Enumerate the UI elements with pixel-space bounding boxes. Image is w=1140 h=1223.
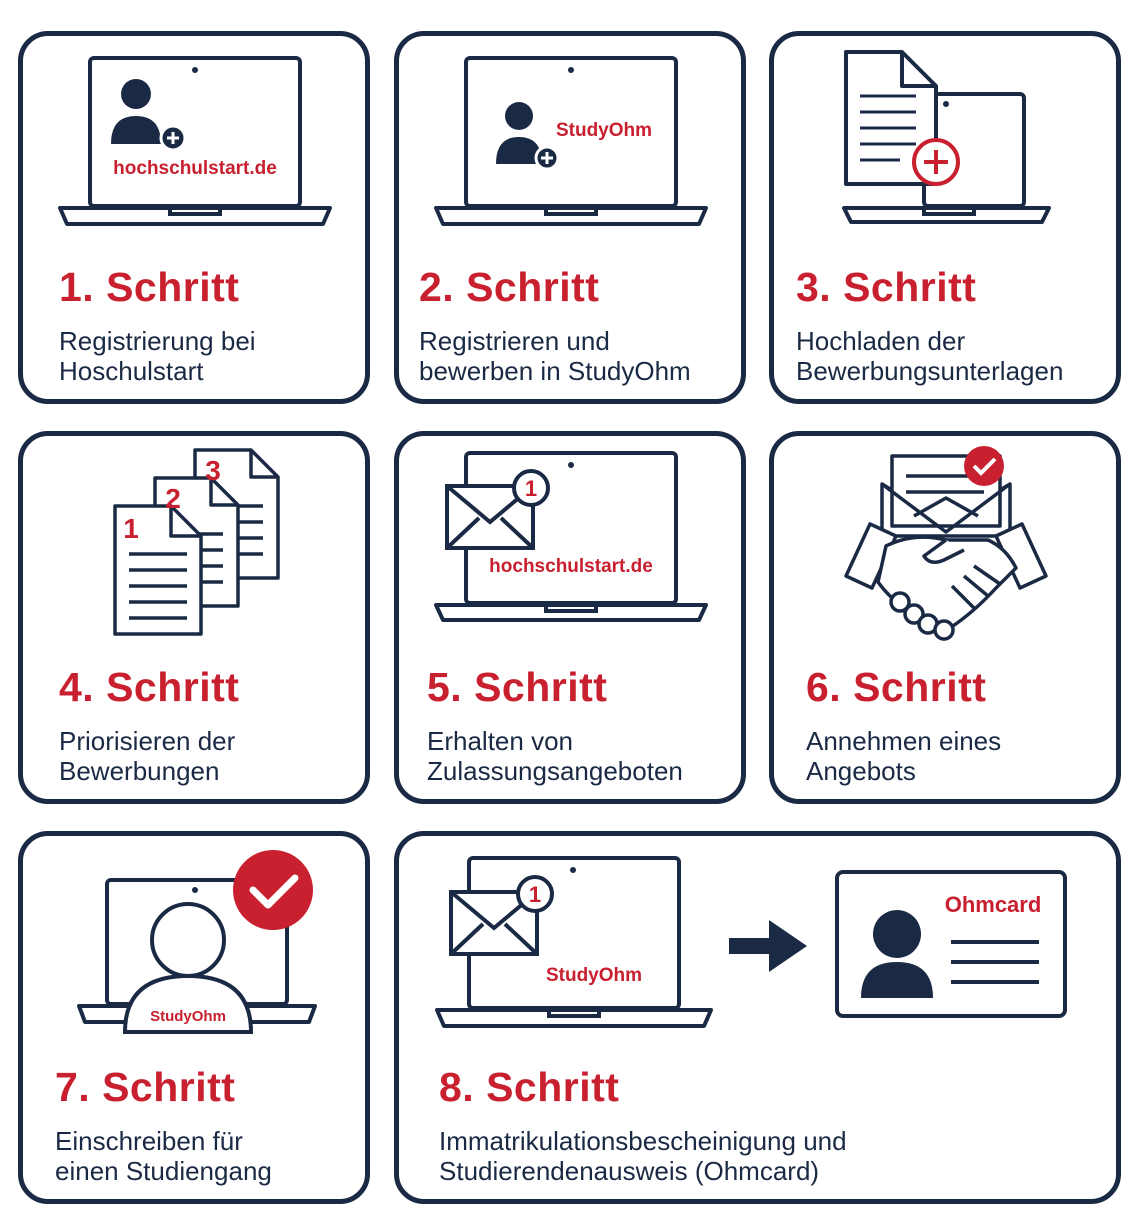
document-icon bbox=[844, 50, 938, 186]
laptop-icon bbox=[58, 56, 332, 226]
step-card-1: hochschulstart.de 1. Schritt Registrieru… bbox=[18, 31, 370, 404]
step-card-8: 1 StudyOhm Ohmcard 8. Schritt Immatrikul… bbox=[394, 831, 1121, 1204]
step-2-illustration: StudyOhm bbox=[434, 56, 708, 226]
step-title: 4. Schritt bbox=[59, 664, 240, 710]
step-title: 5. Schritt bbox=[427, 664, 608, 710]
step-7-illustration: StudyOhm bbox=[77, 850, 317, 1034]
step-title: 3. Schritt bbox=[796, 264, 977, 310]
user-add-icon bbox=[496, 102, 560, 171]
step-title: 6. Schritt bbox=[806, 664, 987, 710]
step-title: 7. Schritt bbox=[55, 1064, 236, 1110]
doc-number: 3 bbox=[205, 455, 221, 486]
step-title: 8. Schritt bbox=[439, 1064, 620, 1110]
mail-icon bbox=[445, 469, 550, 550]
step-1-illustration: hochschulstart.de bbox=[58, 56, 332, 226]
step-8-illustration: 1 StudyOhm Ohmcard bbox=[435, 856, 1067, 1028]
notification-badge: 1 bbox=[529, 882, 541, 907]
laptop-icon bbox=[434, 56, 708, 226]
add-circle-icon bbox=[912, 138, 960, 186]
step-3-illustration bbox=[842, 50, 1051, 224]
mail-icon bbox=[449, 875, 554, 956]
step-title: 2. Schritt bbox=[419, 264, 600, 310]
screen-text: StudyOhm bbox=[556, 120, 652, 141]
doc-number: 2 bbox=[165, 483, 181, 514]
notification-badge: 1 bbox=[525, 476, 537, 501]
shirt-text: StudyOhm bbox=[150, 1008, 226, 1025]
step-4-illustration: 3 2 1 bbox=[113, 448, 280, 636]
step-title: 1. Schritt bbox=[59, 264, 240, 310]
check-circle-icon bbox=[964, 446, 1004, 486]
handshake-icon bbox=[844, 522, 1048, 641]
card-text: Ohmcard bbox=[945, 892, 1042, 917]
screen-text: hochschulstart.de bbox=[113, 158, 277, 179]
doc-number: 1 bbox=[123, 513, 139, 544]
step-5-illustration: 1 hochschulstart.de bbox=[434, 451, 708, 622]
step-card-5: 1 hochschulstart.de 5. Schritt Erhalten … bbox=[394, 431, 746, 804]
arrow-right-icon bbox=[729, 920, 807, 972]
person-icon bbox=[122, 902, 254, 1034]
user-add-icon bbox=[111, 79, 187, 152]
screen-text: StudyOhm bbox=[546, 965, 642, 986]
check-circle-icon bbox=[233, 850, 313, 930]
screen-text: hochschulstart.de bbox=[489, 556, 653, 577]
documents-stack-icon bbox=[113, 448, 280, 636]
id-card-icon bbox=[835, 870, 1067, 1018]
step-6-illustration bbox=[844, 446, 1048, 641]
